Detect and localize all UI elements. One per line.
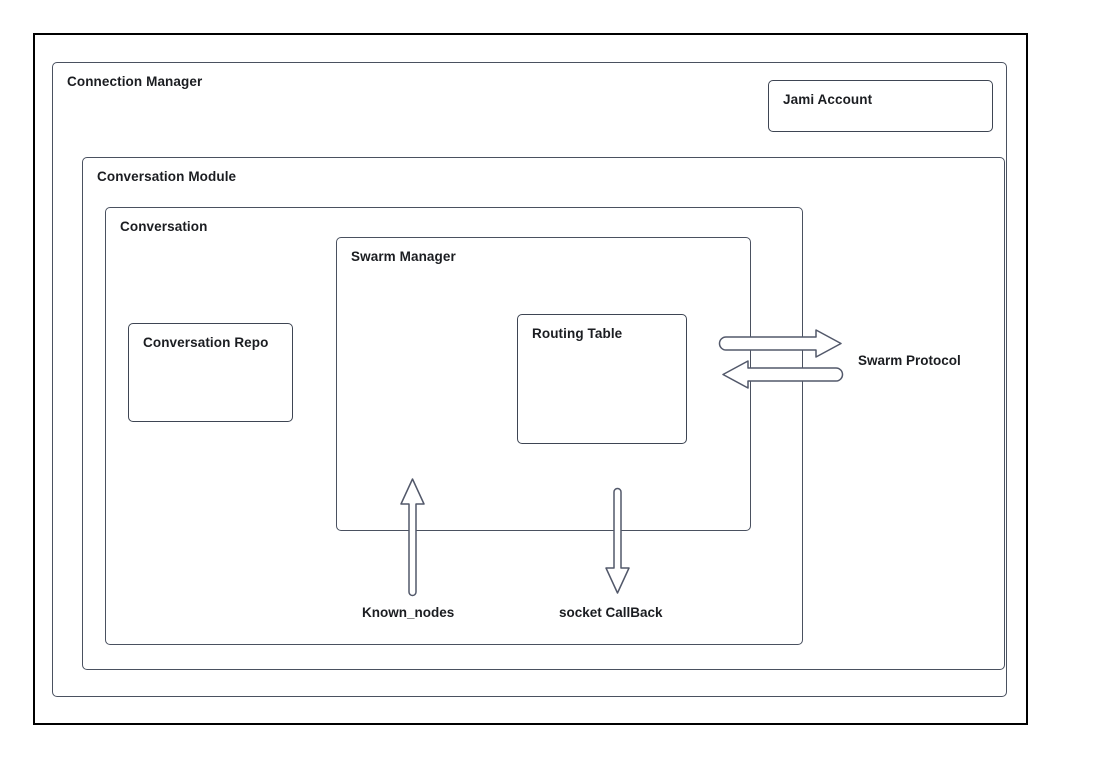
swarm-protocol-label: Swarm Protocol xyxy=(858,353,961,368)
conversation-module-label: Conversation Module xyxy=(97,169,237,184)
known-nodes-label: Known_nodes xyxy=(362,605,455,620)
container-connection-manager[interactable]: Connection Manager xyxy=(52,62,1007,697)
conversation-repo-label: Conversation Repo xyxy=(143,335,269,350)
jami-account-label: Jami Account xyxy=(783,92,873,107)
routing-table-label: Routing Table xyxy=(532,326,623,341)
container-conversation[interactable]: Conversation xyxy=(105,207,803,645)
component-jami-account[interactable]: Jami Account xyxy=(768,80,993,132)
conversation-label: Conversation xyxy=(120,219,208,234)
swarm-manager-label: Swarm Manager xyxy=(351,249,456,264)
socket-callback-label: socket CallBack xyxy=(559,605,663,620)
container-conversation-module[interactable]: Conversation Module xyxy=(82,157,1005,670)
connection-manager-label: Connection Manager xyxy=(67,74,203,89)
component-routing-table[interactable]: Routing Table xyxy=(517,314,687,444)
component-conversation-repo[interactable]: Conversation Repo xyxy=(128,323,293,422)
